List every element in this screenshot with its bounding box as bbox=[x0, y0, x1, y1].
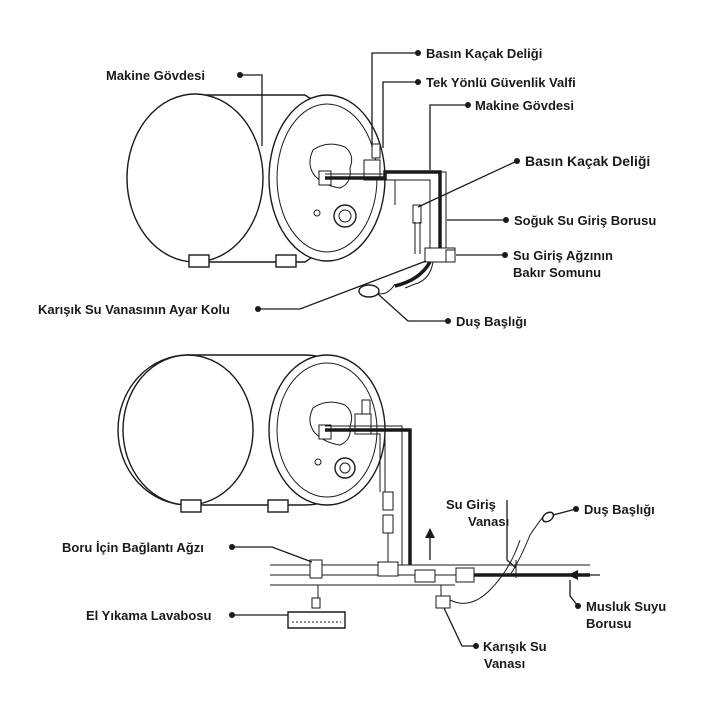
label-inlet-valve-line1: Su Giriş bbox=[446, 497, 496, 512]
top-plumbing bbox=[325, 170, 456, 298]
label-tap-water-pipe-line1: Musluk Suyu bbox=[586, 599, 666, 614]
top-diagram: Makine Gövdesi Basın Kaçak Deliği Tek Yö… bbox=[38, 46, 656, 329]
label-machine-body-left: Makine Gövdesi bbox=[106, 68, 205, 83]
label-inlet-valve-line2: Vanası bbox=[468, 514, 509, 529]
label-machine-body-right: Makine Gövdesi bbox=[475, 98, 574, 113]
label-mixer-valve-line2: Vanası bbox=[484, 656, 525, 671]
bottom-diagram: Su Giriş Vanası Duş Başlığı Boru İçin Ba… bbox=[62, 354, 666, 671]
bottom-plumbing bbox=[270, 425, 600, 629]
label-cold-water-inlet-pipe: Soğuk Su Giriş Borusu bbox=[514, 213, 656, 228]
label-mixer-valve-line1: Karışık Su bbox=[483, 639, 547, 654]
label-washbasin: El Yıkama Lavabosu bbox=[86, 608, 212, 623]
label-tap-water-pipe-line2: Borusu bbox=[586, 616, 632, 631]
bottom-callouts: Su Giriş Vanası Duş Başlığı Boru İçin Ba… bbox=[62, 497, 666, 671]
label-shower-head-bottom: Duş Başlığı bbox=[584, 502, 655, 517]
label-shower-head-top: Duş Başlığı bbox=[456, 314, 527, 329]
label-pressure-leak-hole-top: Basın Kaçak Deliği bbox=[426, 46, 542, 61]
label-pressure-leak-hole-mid: Basın Kaçak Deliği bbox=[525, 153, 650, 169]
water-heater-tank-bottom bbox=[117, 354, 386, 513]
water-heater-tank-top bbox=[126, 93, 386, 268]
label-inlet-copper-nut-line2: Bakır Somunu bbox=[513, 265, 601, 280]
label-one-way-safety-valve: Tek Yönlü Güvenlik Valfi bbox=[426, 75, 576, 90]
label-pipe-connection-port: Boru İçin Bağlantı Ağzı bbox=[62, 540, 204, 555]
label-inlet-copper-nut-line1: Su Giriş Ağzının bbox=[513, 248, 613, 263]
label-mixer-valve-handle: Karışık Su Vanasının Ayar Kolu bbox=[38, 302, 230, 317]
top-callouts: Makine Gövdesi Basın Kaçak Deliği Tek Yö… bbox=[38, 46, 656, 329]
